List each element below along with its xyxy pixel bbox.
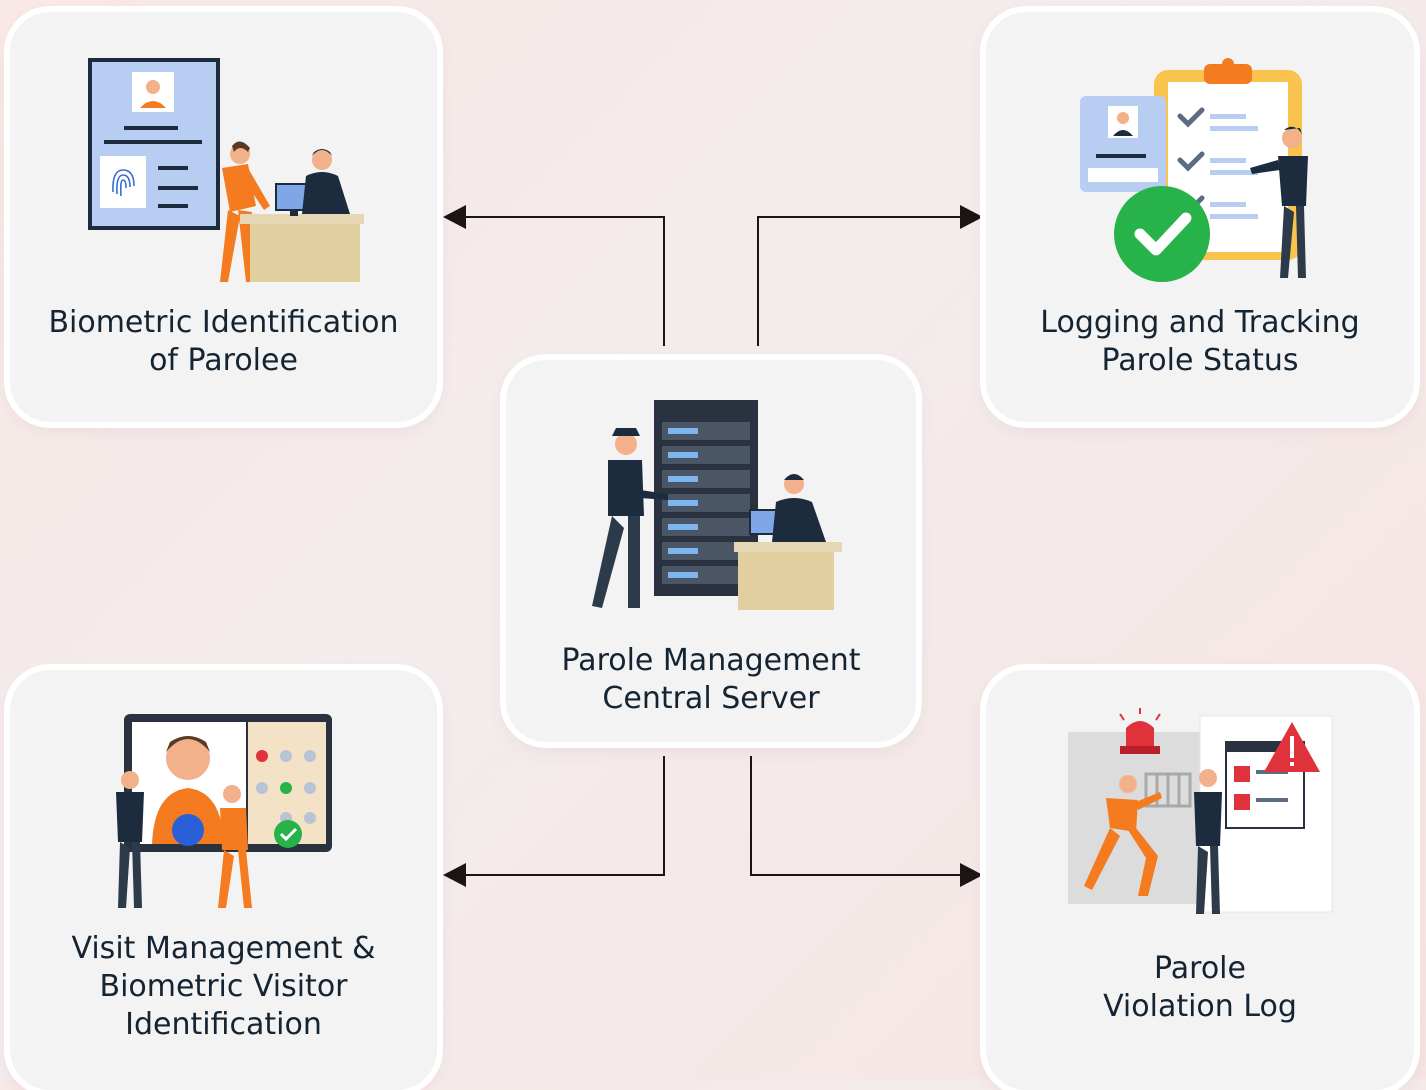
face-recognition-screen-icon <box>116 714 332 908</box>
arrow-to-visit <box>466 756 665 876</box>
node-central-server: Parole Management Central Server <box>506 360 916 742</box>
arrowhead-left-top <box>443 205 466 229</box>
alarm-violation-report-icon <box>1068 708 1333 914</box>
node-logging-tracking: Logging and Tracking Parole Status <box>986 12 1414 422</box>
parolee-fingerprint-id-icon <box>88 58 364 282</box>
server-rack-officers-icon <box>592 400 842 610</box>
node-visit-management: Visit Management & Biometric Visitor Ide… <box>10 670 437 1090</box>
node-label: Biometric Identification of Parolee <box>48 305 399 378</box>
arrowhead-right-top <box>960 205 983 229</box>
node-label: Parole Management Central Server <box>561 643 861 716</box>
node-label: Visit Management & Biometric Visitor Ide… <box>71 931 376 1042</box>
node-label: Logging and Tracking Parole Status <box>1040 305 1360 378</box>
arrowhead-right-bottom <box>960 863 983 887</box>
arrowhead-left-bottom <box>443 863 466 887</box>
checklist-clipboard-icon <box>1080 58 1308 282</box>
node-biometric-identification: Biometric Identification of Parolee <box>10 12 437 422</box>
arrow-to-logging <box>757 216 960 346</box>
node-label: Parole Violation Log <box>1103 951 1297 1024</box>
node-violation-log: Parole Violation Log <box>986 670 1414 1090</box>
arrow-to-biometric <box>466 216 665 346</box>
arrow-to-violation <box>750 756 960 876</box>
